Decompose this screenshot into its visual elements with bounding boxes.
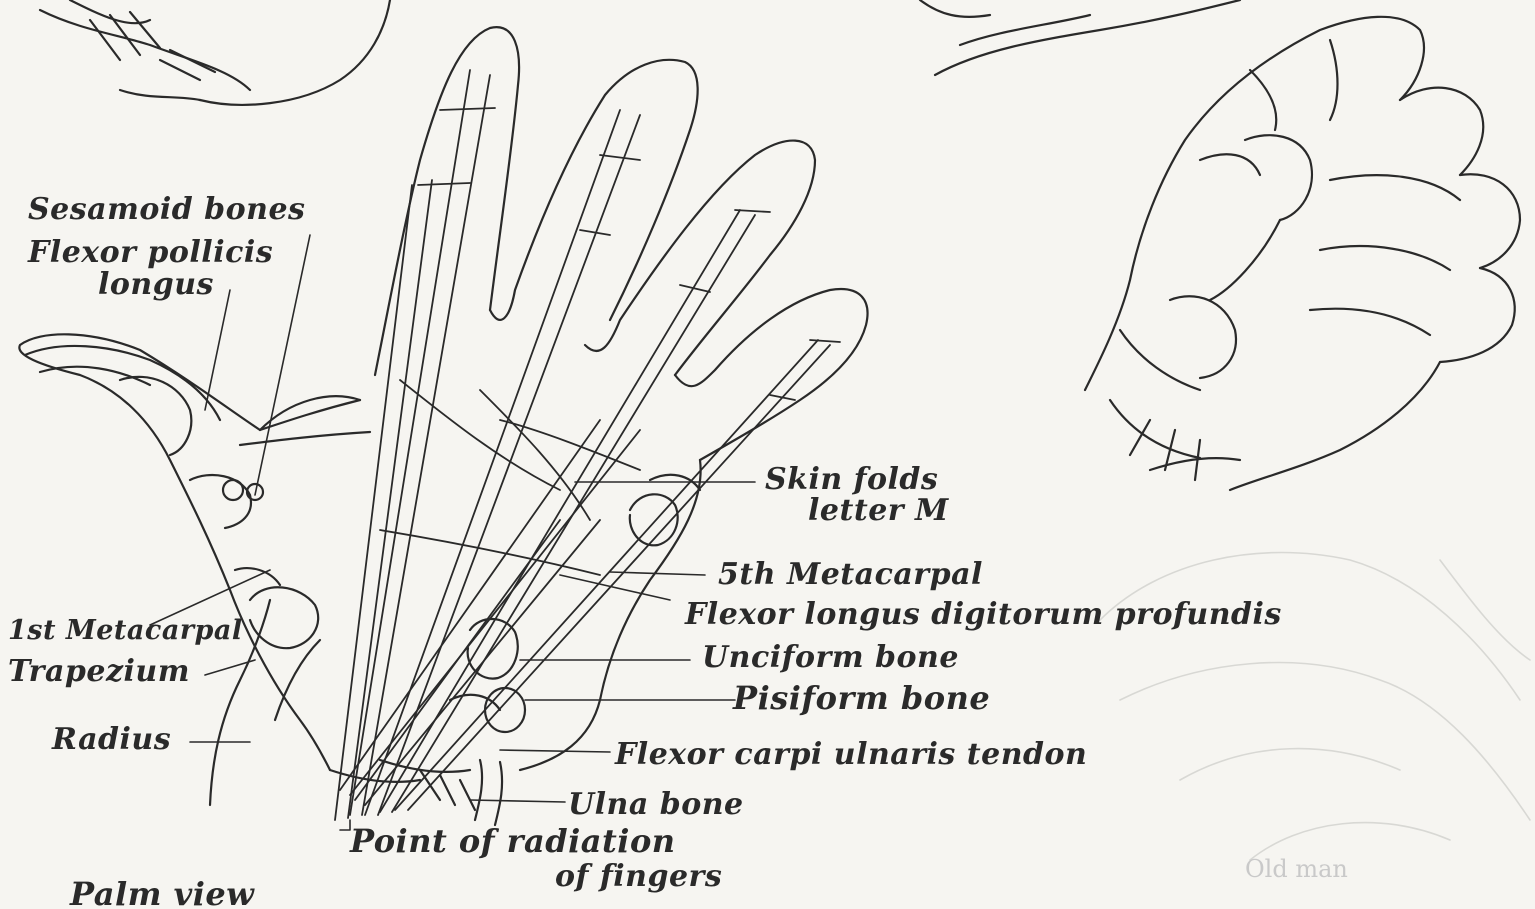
label-sesamoid-bones: Sesamoid bones [28,195,305,225]
top-left-hand-sketch [40,0,390,105]
top-center-sketch [920,0,1240,75]
label-skin-folds: Skin folds [765,465,938,495]
label-flexor-carpi-ulnaris: Flexor carpi ulnaris tendon [615,740,1087,770]
label-ulna-bone: Ulna bone [568,790,744,820]
label-palm-view: Palm view [70,878,254,909]
label-letter-m: letter M [808,496,949,526]
label-of-fingers: of fingers [555,862,722,892]
faint-caption: Old man [1245,855,1348,883]
label-flexor-pollicis-longus: longus [98,270,214,300]
label-first-metacarpal: 1st Metacarpal [8,617,243,644]
label-point-of-radiation: Point of radiation [350,825,676,857]
label-flexor-longus-digitorum: Flexor longus digitorum profundis [685,600,1282,630]
label-unciform-bone: Unciform bone [702,643,959,673]
label-pisiform-bone: Pisiform bone [733,682,990,714]
label-radius: Radius [52,725,171,755]
label-trapezium: Trapezium [8,657,190,687]
label-flexor-pollicis: Flexor pollicis [28,238,273,268]
label-fifth-metacarpal: 5th Metacarpal [718,560,983,590]
fist-drawing [1085,17,1520,490]
carpal-bones [420,475,700,825]
